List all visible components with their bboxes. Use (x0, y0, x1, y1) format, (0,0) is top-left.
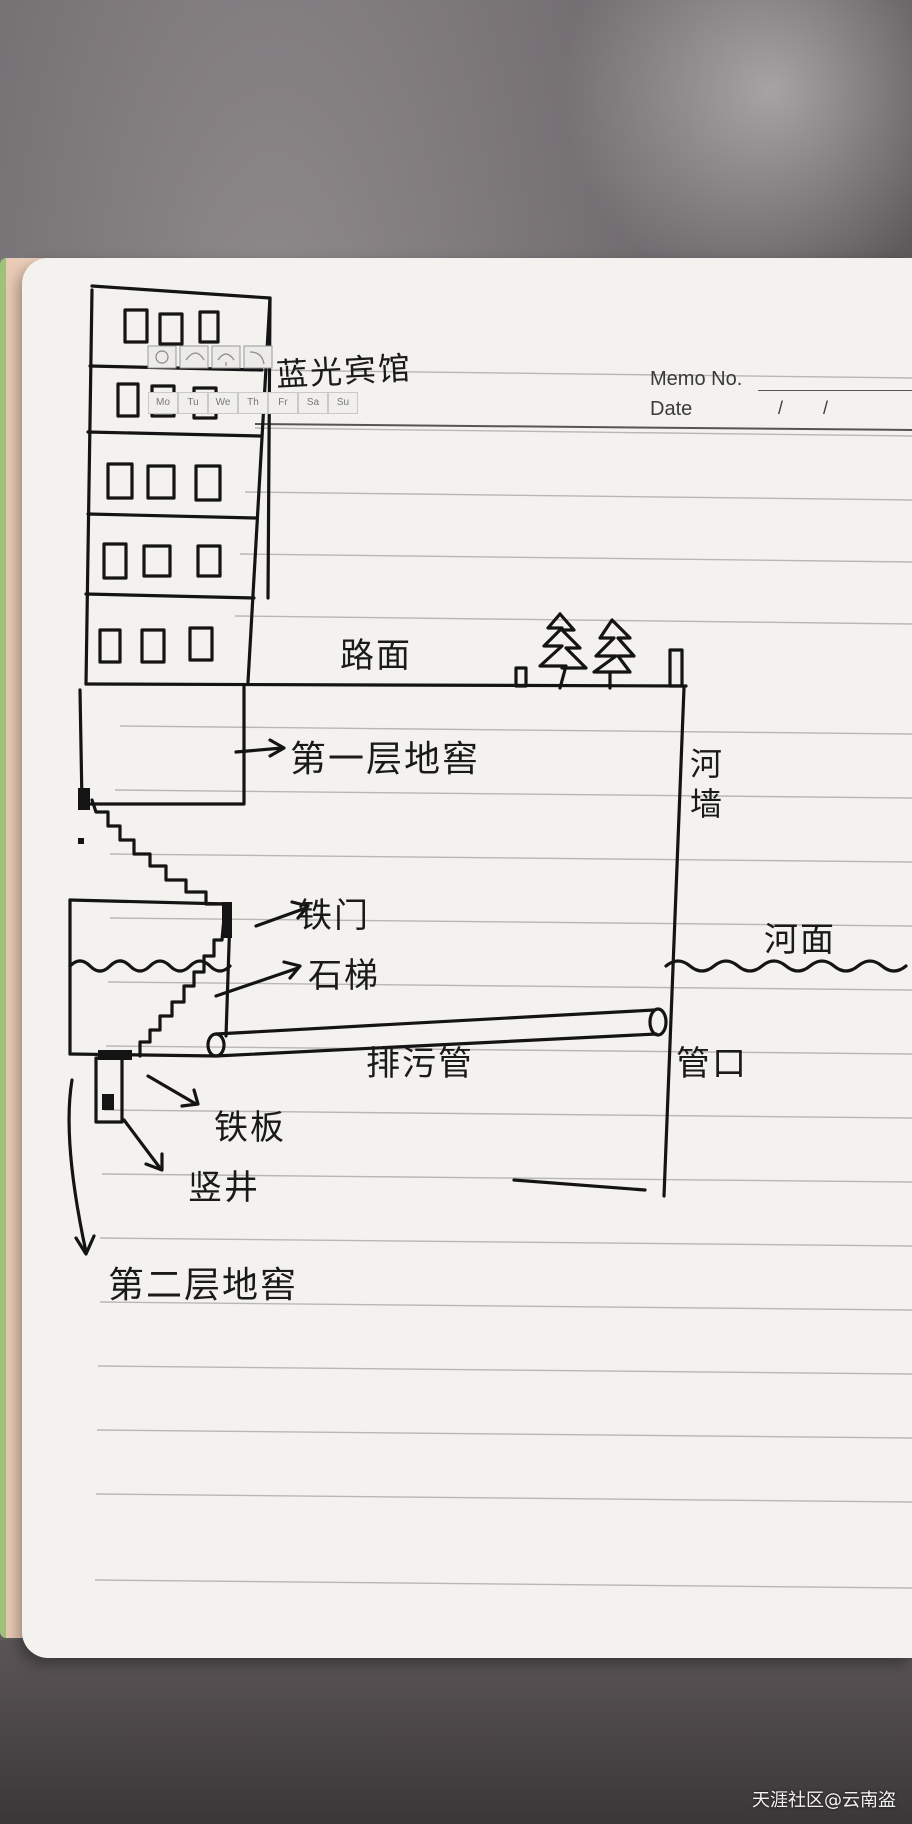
tree-icon (538, 612, 636, 690)
weekday-mo: Mo (148, 392, 178, 414)
label-basement-1: 第一层地窖 (290, 739, 481, 780)
date-separators: / / (778, 398, 829, 418)
table-glare (560, 0, 912, 300)
notebook-page (22, 258, 912, 1658)
label-iron-door: 铁门 (298, 896, 370, 936)
vertical-shaft-drawing (94, 1056, 124, 1124)
label-road: 路面 (340, 636, 412, 676)
weekday-tu: Tu (178, 392, 208, 414)
stone-stairs-drawing (90, 798, 232, 1058)
sewer-pipe-drawing (206, 1007, 668, 1058)
label-basement-2: 第二层地窖 (108, 1265, 299, 1306)
weather-icon (155, 350, 265, 366)
label-iron-plate: 铁板 (214, 1108, 286, 1148)
label-vertical-shaft: 竖井 (188, 1168, 260, 1208)
weekday-sa: Sa (298, 392, 328, 414)
iron-door-mark (78, 788, 232, 938)
river-wall (512, 686, 686, 1198)
river-surface-wave (664, 959, 908, 973)
label-pipe-mouth: 管口 (676, 1044, 748, 1084)
header-rule (254, 423, 912, 431)
iron-plate-mark (98, 1050, 132, 1060)
shaft-ladder-mark (102, 1094, 114, 1110)
label-sewer-pipe: 排污管 (366, 1044, 474, 1084)
road-surface-line (84, 682, 688, 688)
second-basement-room (68, 898, 232, 1058)
memo-number-line (758, 390, 912, 391)
table-surface (0, 1640, 912, 1824)
arrow-icon (67, 738, 310, 1256)
watermark: 天涯社区@云南盗 (752, 1790, 896, 1811)
label-river-wall: 河墙 (690, 745, 725, 823)
weekday-su: Su (328, 392, 358, 414)
label-hotel: 蓝光宾馆 (275, 348, 413, 394)
weekday-fr: Fr (268, 392, 298, 414)
first-basement (78, 684, 246, 806)
ruled-lines (94, 369, 912, 1589)
hotel-building (84, 284, 272, 686)
post-icon (668, 648, 684, 688)
memo-number-label: Memo No. (650, 368, 743, 390)
weekday-we: We (208, 392, 238, 414)
weekday-th: Th (238, 392, 268, 414)
label-stone-stairs: 石梯 (308, 956, 380, 996)
calendar-icons (147, 345, 273, 369)
date-label: Date (650, 398, 693, 420)
post-icon (514, 666, 528, 688)
label-river-surface: 河面 (764, 920, 836, 960)
